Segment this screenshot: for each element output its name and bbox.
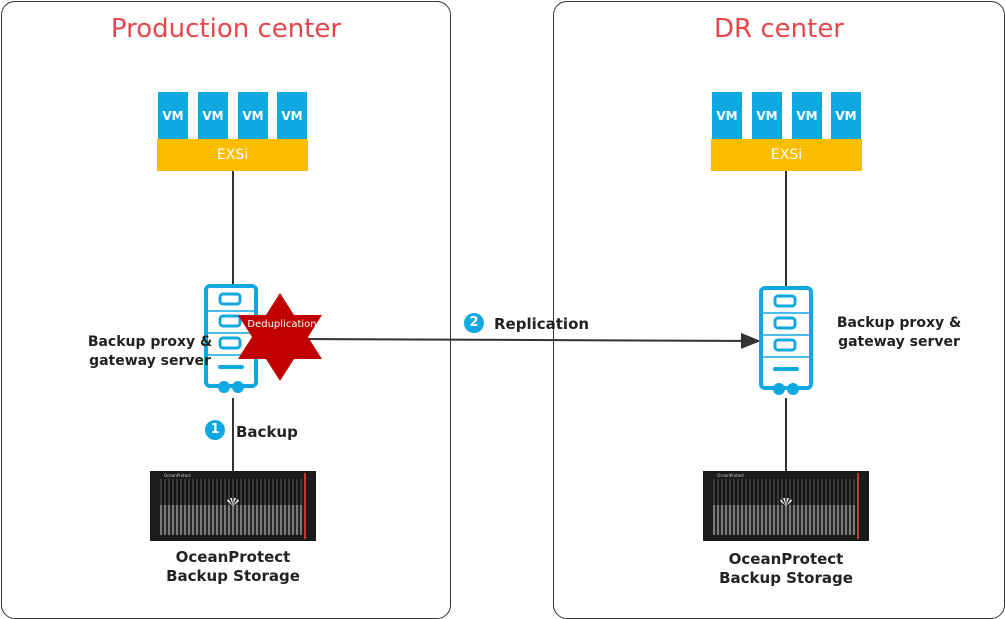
exsi-host: EXSi <box>711 139 862 171</box>
right-storage-label-line1: OceanProtect <box>728 550 844 568</box>
storage-brand: OceanProtect <box>164 473 191 478</box>
vm-box: VM <box>277 92 307 140</box>
replication-arrow <box>299 332 761 349</box>
huawei-logo-icon <box>780 498 792 506</box>
vm-box: VM <box>752 92 782 140</box>
production-center-title: Production center <box>110 14 342 44</box>
right-server-label-line2: gateway server <box>838 334 960 350</box>
vm-box: VM <box>831 92 861 140</box>
left-server-label: Backup proxy & gateway server <box>70 333 230 371</box>
storage-array-icon: OceanProtect <box>150 471 316 541</box>
step-1-badge: 1 <box>205 420 225 440</box>
right-server-label: Backup proxy & gateway server <box>820 314 978 352</box>
step-1-label: Backup <box>236 423 298 441</box>
vm-box: VM <box>158 92 188 140</box>
replication-label: Replication <box>494 315 590 333</box>
vm-box: VM <box>238 92 268 140</box>
server-rack-icon <box>759 286 813 395</box>
left-storage-label-line2: Backup Storage <box>166 567 300 585</box>
dedup-label: Deduplication <box>247 319 317 330</box>
vm-box: VM <box>792 92 822 140</box>
vm-box: VM <box>198 92 228 140</box>
left-storage-label: OceanProtect Backup Storage <box>150 548 316 586</box>
storage-array-icon: OceanProtect <box>703 471 869 541</box>
right-server-label-line1: Backup proxy & <box>836 315 962 331</box>
left-storage-label-line1: OceanProtect <box>175 548 291 566</box>
six-point-star-icon <box>238 293 322 381</box>
right-storage-label-line2: Backup Storage <box>719 569 853 587</box>
storage-grille-lower <box>713 505 855 535</box>
storage-brand: OceanProtect <box>717 473 744 478</box>
storage-accent <box>857 473 859 539</box>
left-server-label-line1: Backup proxy & <box>87 334 213 350</box>
storage-accent <box>304 473 306 539</box>
storage-grille-lower <box>160 505 302 535</box>
right-storage-label: OceanProtect Backup Storage <box>703 550 869 588</box>
exsi-host: EXSi <box>157 139 308 171</box>
vm-box: VM <box>712 92 742 140</box>
step-2-badge: 2 <box>464 313 484 333</box>
dr-center-title: DR center <box>714 14 844 44</box>
left-server-label-line2: gateway server <box>89 353 211 369</box>
huawei-logo-icon <box>227 498 239 506</box>
